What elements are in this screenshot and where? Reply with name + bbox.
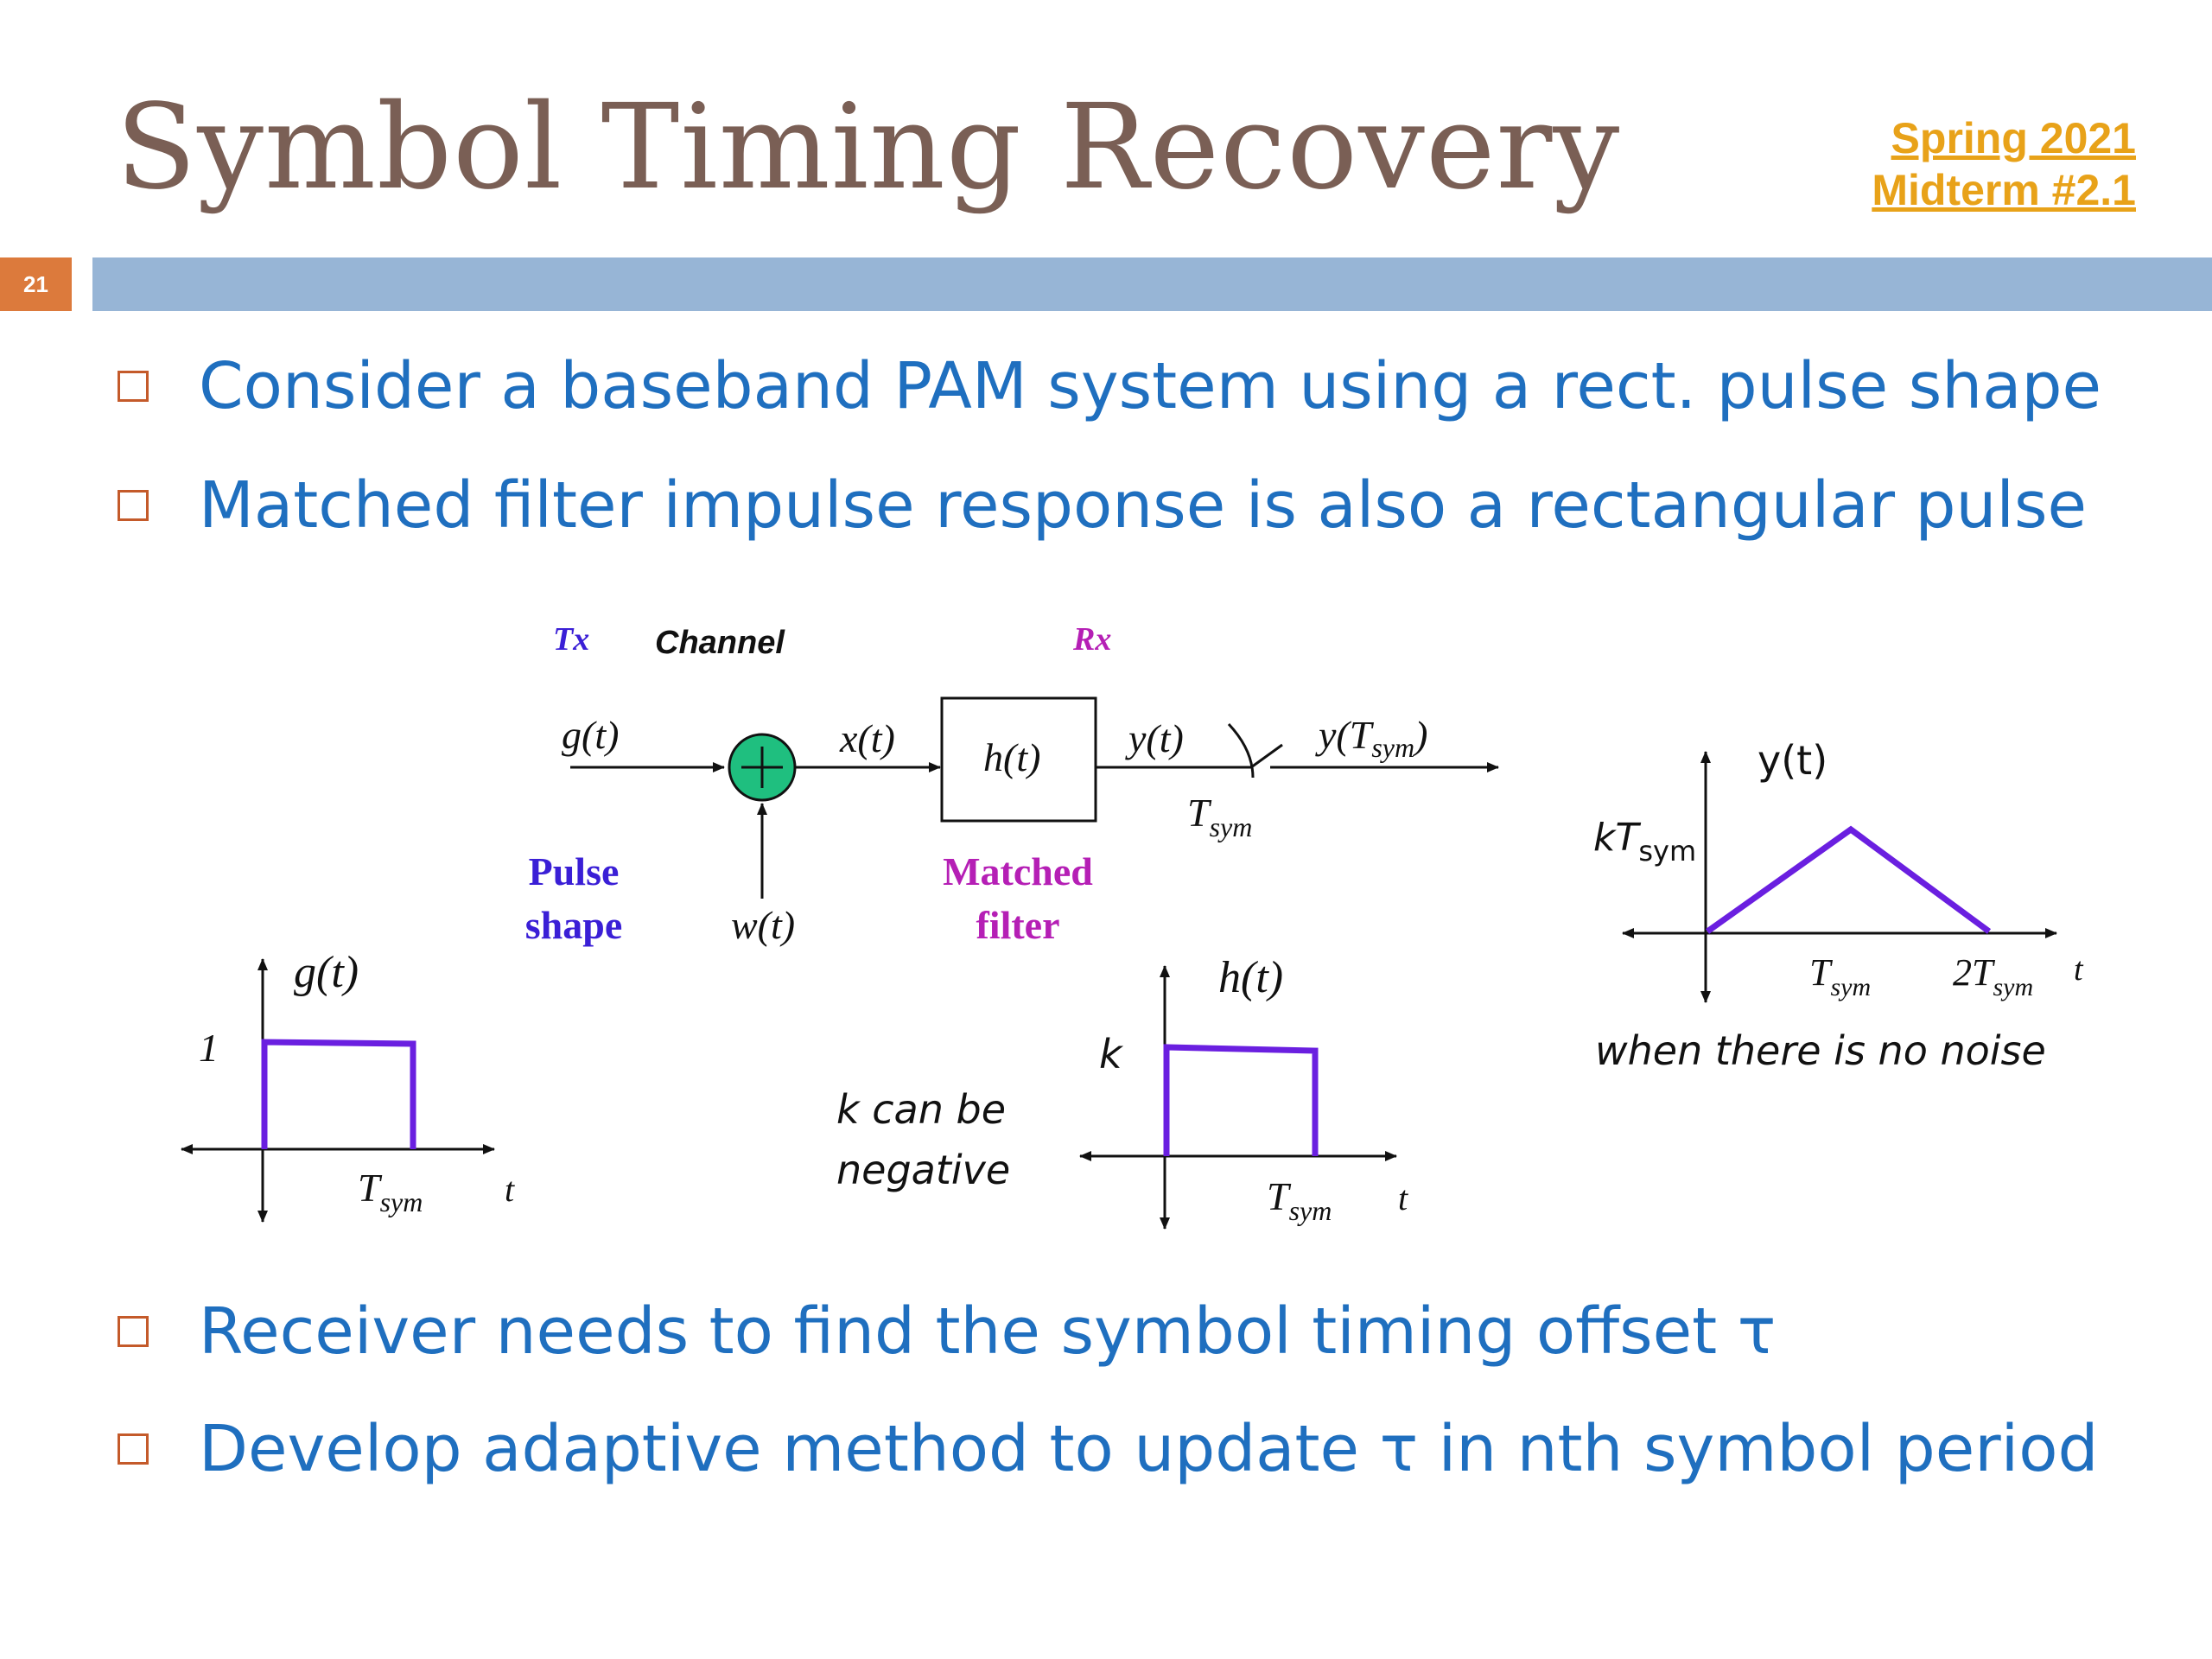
sampled-output-label: y(Tsym) bbox=[1315, 713, 1427, 763]
bullet-text: Consider a baseband PAM system using a r… bbox=[199, 349, 2102, 423]
pulse-shape-caption-line2: shape bbox=[525, 903, 622, 947]
slide-number: 21 bbox=[0, 257, 72, 311]
bullet-box-icon bbox=[118, 490, 149, 521]
channel-output-label: x(t) bbox=[839, 716, 895, 760]
h-amplitude-label: k bbox=[1099, 1031, 1124, 1077]
h-plot-label: h(t) bbox=[1218, 953, 1283, 1002]
y-peak-label: kTsym bbox=[1593, 816, 1696, 868]
bullet-item: Matched filter impulse response is also … bbox=[118, 468, 2087, 543]
y-tick1-label: Tsym bbox=[1809, 951, 1871, 1001]
rx-label: Rx bbox=[1072, 621, 1111, 658]
title-divider-bar bbox=[92, 257, 2212, 311]
bullet-box-icon bbox=[118, 371, 149, 402]
bullet-text: Receiver needs to find the symbol timing… bbox=[199, 1294, 1777, 1369]
y-triangle-trace bbox=[1705, 825, 1992, 934]
matched-filter-block bbox=[940, 696, 1097, 823]
y-note: when there is no noise bbox=[1595, 1027, 2046, 1074]
tx-label: Tx bbox=[553, 621, 589, 658]
sampler-switch-icon bbox=[1227, 722, 1283, 779]
filter-output-label: y(t) bbox=[1125, 716, 1184, 760]
channel-label: Channel bbox=[655, 625, 785, 661]
bullet-text: Develop adaptive method to update τ in n… bbox=[199, 1412, 2099, 1486]
filter-block-label: h(t) bbox=[983, 735, 1040, 779]
h-tick-label: Tsym bbox=[1267, 1174, 1332, 1226]
h-note-line2: negative bbox=[836, 1147, 1010, 1193]
noise-label: w(t) bbox=[731, 903, 795, 947]
matched-filter-caption-line2: filter bbox=[976, 903, 1059, 947]
h-pulse-trace bbox=[1163, 1044, 1319, 1156]
pulse-shape-caption-line1: Pulse bbox=[529, 849, 620, 893]
h-note-line1: k can be bbox=[836, 1086, 1006, 1133]
bullet-item: Consider a baseband PAM system using a r… bbox=[118, 349, 2101, 423]
g-axis-label: t bbox=[505, 1170, 515, 1209]
reference-links: Spring 2021 Midterm #2.1 bbox=[1872, 112, 2136, 216]
bullet-box-icon bbox=[118, 1433, 149, 1465]
y-tick2-label: 2Tsym bbox=[1953, 951, 2033, 1001]
bullet-box-icon bbox=[118, 1316, 149, 1347]
bullet-item: Receiver needs to find the symbol timing… bbox=[118, 1294, 1776, 1369]
slide-title: Symbol Timing Recovery bbox=[116, 79, 1621, 216]
h-axis-label: t bbox=[1398, 1179, 1408, 1217]
g-amplitude-label: 1 bbox=[199, 1026, 219, 1070]
g-plot-label: g(t) bbox=[294, 948, 359, 997]
g-tick-label: Tsym bbox=[358, 1166, 423, 1217]
y-axis-label: t bbox=[2074, 951, 2084, 988]
y-plot-label: y(t) bbox=[1758, 737, 1827, 784]
reference-link-semester[interactable]: Spring 2021 bbox=[1891, 114, 2136, 162]
matched-filter-caption-line1: Matched bbox=[943, 849, 1093, 893]
adder-icon bbox=[728, 733, 797, 802]
bullet-text: Matched filter impulse response is also … bbox=[199, 468, 2088, 543]
input-signal-label: g(t) bbox=[562, 713, 619, 757]
g-pulse-trace bbox=[261, 1039, 416, 1149]
reference-link-problem[interactable]: Midterm #2.1 bbox=[1872, 166, 2136, 214]
bullet-item: Develop adaptive method to update τ in n… bbox=[118, 1412, 2098, 1486]
sample-time-label: Tsym bbox=[1187, 791, 1252, 842]
